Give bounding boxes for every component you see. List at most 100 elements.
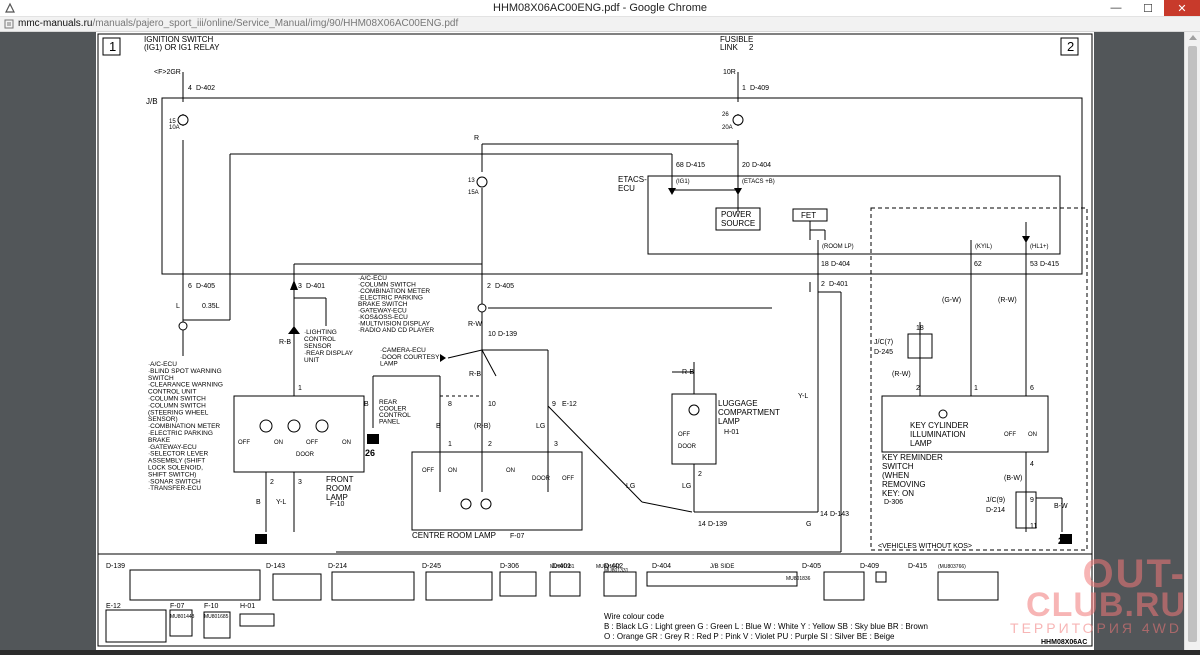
door-front: DOOR [296, 452, 315, 458]
camera-line: LAMP [380, 361, 398, 368]
lighting-sensor-list: ·LIGHTING CONTROL SENSOR·REAR DISPLAY UN… [304, 329, 354, 364]
vehicles-without-kos: <VEHICLES WITHOUT KOS> [878, 543, 972, 550]
url-text[interactable]: mmc-manuals.ru/manuals/pajero_sport_iii/… [18, 18, 458, 29]
etacs-label-2: ECU [618, 184, 635, 193]
c401-code-b: D-401 [829, 281, 848, 288]
rw-paren-right: (R-W) [998, 297, 1017, 304]
title-bar: HHM08X06AC00ENG.pdf - Google Chrome — ☐ … [0, 0, 1200, 17]
fusible-number: 2 [749, 43, 754, 52]
lg-wire-c: LG [682, 483, 691, 490]
window-title: HHM08X06AC00ENG.pdf - Google Chrome [493, 2, 707, 14]
pin3-center: 3 [554, 441, 558, 448]
power-source-2: SOURCE [721, 219, 755, 228]
rb-wire-left: R-B [279, 339, 291, 346]
connector-code-label: D-409 [860, 563, 879, 570]
maximize-button[interactable]: ☐ [1143, 2, 1153, 15]
c404-code-a: D-404 [752, 162, 771, 169]
off-front-2: OFF [306, 440, 318, 446]
rw-paren-left: (R-W) [892, 371, 911, 378]
ground-22: 22 [1058, 536, 1068, 546]
left-ecu-line: ·CLEARANCE WARNING [148, 382, 223, 389]
minimize-button[interactable]: — [1110, 2, 1122, 14]
connector-code-label: D-401 [552, 563, 571, 570]
room-lp-label: (ROOM LP) [822, 244, 854, 250]
close-button[interactable]: ✕ [1164, 0, 1200, 16]
connector-code-label: D-139 [106, 563, 125, 570]
fuse15-amp: 10A [169, 125, 180, 131]
c404-code-b: D-404 [831, 261, 850, 268]
bw-wire: B-W [1054, 503, 1068, 510]
fuse26-amp: 20A [722, 125, 733, 131]
pin11-jc: 11 [1030, 523, 1037, 530]
jc9-label: J/C(9) [986, 497, 1005, 504]
fusible-label-1: FUSIBLE [720, 35, 753, 44]
camera-line: ·CAMERA-ECU [380, 347, 426, 354]
jb-side-label: J/B SIDE [710, 564, 734, 570]
c415-code-a: D-415 [686, 162, 705, 169]
pin2-front: 2 [270, 479, 274, 486]
scroll-up-arrow-icon[interactable] [1189, 35, 1197, 40]
c404-pin18: 18 [821, 261, 829, 268]
pin8-label: 8 [448, 401, 452, 408]
fuse26-number: 26 [722, 112, 729, 118]
left-ecu-line: ·ELECTRIC PARKING [148, 430, 213, 437]
centre-room-label: CENTRE ROOM LAMP [412, 531, 496, 540]
ig1-label: (IG1) [676, 179, 690, 185]
c401-pin2: 2 [821, 281, 825, 288]
key-cyl-line: ILLUMINATION [910, 430, 966, 439]
address-bar[interactable]: mmc-manuals.ru/manuals/pajero_sport_iii/… [0, 17, 1200, 32]
left-ecu-line: ·GATEWAY-ECU [148, 444, 197, 451]
t10r-label: 10R [723, 69, 736, 76]
ground-10: 10 [257, 534, 267, 544]
center-ecu-line: ·COMBINATION METER [358, 288, 430, 295]
c405-code-a: D-405 [196, 283, 215, 290]
rb-wire-luggage: R-B [682, 369, 694, 376]
left-ecu-list: ·A/C-ECU·BLIND SPOT WARNING SWITCH·CLEAR… [148, 361, 223, 492]
c139-pin14: 14 [698, 521, 706, 528]
pdf-viewer[interactable]: 1 2 IGNITION SWITCH (IG1) OR IG1 RELAY F… [0, 32, 1200, 650]
w035l-label: 0.35L [202, 303, 220, 310]
legend-line-2: O : Orange GR : Grey R : Red P : Pink V … [604, 632, 895, 641]
front-room-line: ROOM [326, 484, 351, 493]
c405-pin6: 6 [188, 283, 192, 290]
off-centre-2: OFF [562, 476, 574, 482]
d245-code-a: D-245 [874, 349, 893, 356]
d415-part: (MU803766) [938, 564, 966, 570]
jb-label: J/B [146, 97, 158, 106]
center-ecu-line: BRAKE SWITCH [358, 301, 408, 308]
h01-code-a: H-01 [724, 429, 739, 436]
c139-code-b: D-139 [708, 521, 727, 528]
fuse13-number: 13 [468, 178, 475, 184]
pin2-luggage: 2 [698, 471, 702, 478]
pin2-center: 2 [488, 441, 492, 448]
key-rem-line: SWITCH [882, 462, 914, 471]
left-ecu-line: BRAKE [148, 437, 171, 444]
key-rem-line: REMOVING [882, 480, 926, 489]
box-number-2: 2 [1067, 39, 1074, 54]
c409-pin: 1 [742, 85, 746, 92]
luggage-line: LUGGAGE [718, 399, 758, 408]
left-ecu-line: ·TRANSFER-ECU [148, 485, 201, 492]
yl-wire-room: Y-L [798, 393, 808, 400]
scroll-thumb[interactable] [1188, 46, 1197, 642]
key-rem-line: KEY: ON [882, 489, 914, 498]
fuse13-amp: 15A [468, 190, 479, 196]
vertical-scrollbar[interactable] [1184, 32, 1200, 650]
c415-pin68: 68 [676, 162, 684, 169]
pin1-center: 1 [448, 441, 452, 448]
page-info-icon[interactable] [4, 19, 14, 29]
left-ecu-line: ·SELECTOR LEVER [148, 451, 209, 458]
d306-part: MU801547 [596, 564, 621, 570]
pin62-label: 62 [974, 261, 982, 268]
left-ecu-line: LOCK SOLENOID, [148, 465, 203, 472]
wiring-diagram: 1 2 IGNITION SWITCH (IG1) OR IG1 RELAY F… [97, 33, 1093, 647]
ground-26: 26 [365, 448, 375, 458]
key-rem-line: KEY REMINDER [882, 453, 943, 462]
fusible-label-2: LINK [720, 43, 738, 52]
connector-code-label: D-402 [604, 563, 623, 570]
ign-title-2: (IG1) OR IG1 RELAY [144, 43, 220, 52]
